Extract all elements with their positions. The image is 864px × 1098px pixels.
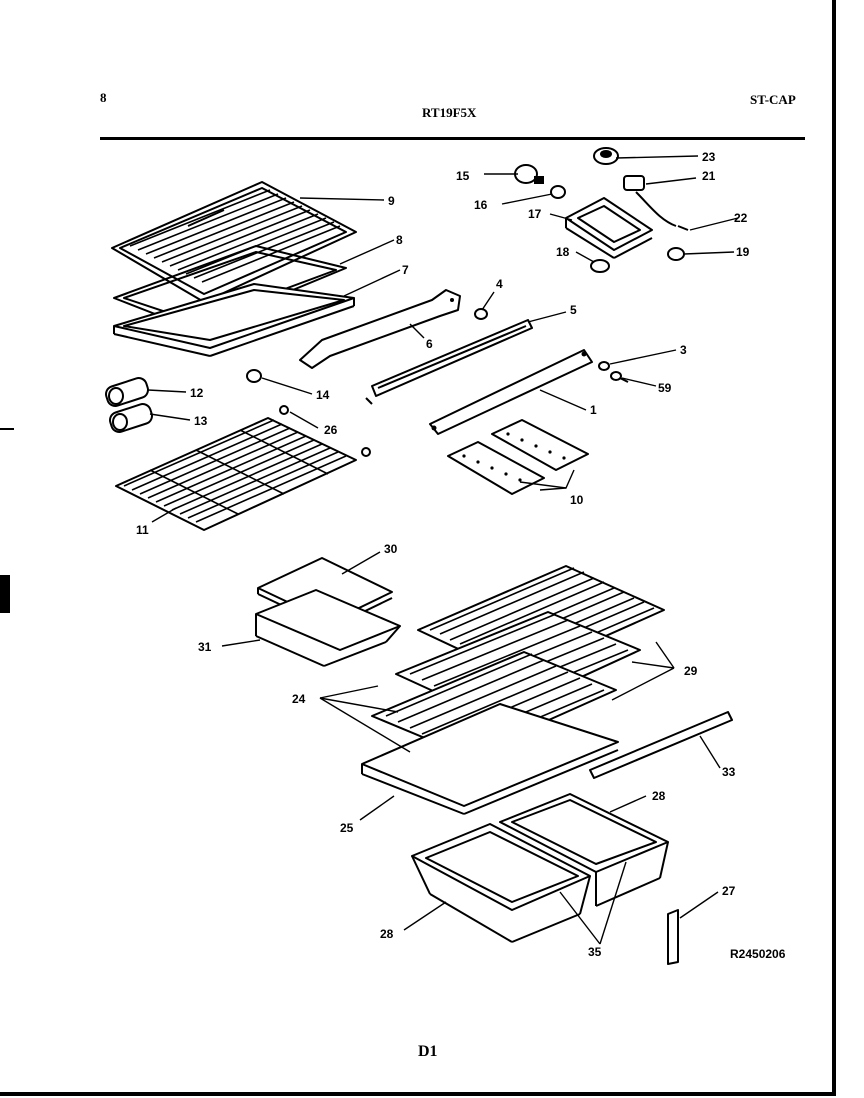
part-28-drawer-left: [411, 823, 591, 943]
callout-4: 4: [496, 277, 503, 291]
callout-25: 25: [340, 821, 354, 835]
callout-28-upper: 28: [652, 789, 666, 803]
callout-11: 11: [136, 523, 149, 537]
callout-9: 9: [388, 194, 395, 208]
part-33-rail: [589, 711, 733, 779]
scan-margin-tick: [0, 428, 14, 430]
part-15-bulb: [514, 164, 544, 184]
callout-29: 29: [684, 664, 698, 678]
part-5-rail: [365, 319, 533, 405]
callout-5: 5: [570, 303, 577, 317]
part-12-block: [105, 377, 149, 407]
callout-21: 21: [702, 169, 716, 183]
callout-27: 27: [722, 884, 736, 898]
part-17-control-housing: [565, 197, 653, 259]
part-19-clip: [667, 247, 685, 261]
callout-8: 8: [396, 233, 403, 247]
part-7-shelf-tray: [113, 283, 355, 357]
page-code: D1: [418, 1043, 438, 1060]
callout-7: 7: [402, 263, 409, 277]
callout-1: 1: [590, 403, 597, 417]
drawing-number: R2450206: [730, 947, 786, 961]
part-13-block: [109, 403, 153, 433]
callout-18: 18: [556, 245, 570, 259]
part-28-drawer-right: [499, 793, 669, 907]
part-1-rail: [429, 349, 593, 435]
callout-26: 26: [324, 423, 338, 437]
part-4-fastener: [474, 308, 488, 320]
callout-12: 12: [190, 386, 204, 400]
page-frame: [0, 0, 836, 1096]
callout-numbers: 9 8 7 6 5 4 3 59 1 10 11 12 13 14 26 15 …: [136, 150, 750, 959]
callout-16: 16: [474, 198, 488, 212]
part-14-clip: [246, 369, 262, 383]
page-number: 8: [100, 90, 107, 105]
part-18-knob: [590, 259, 610, 273]
part-11-wire-shelf: [115, 417, 357, 531]
callout-13: 13: [194, 414, 208, 428]
callout-28-lower: 28: [380, 927, 394, 941]
model-number: RT19F5X: [422, 105, 477, 120]
callout-59: 59: [658, 381, 672, 395]
callout-10: 10: [570, 493, 584, 507]
part-29-shelf-lower: [371, 651, 617, 757]
part-9-shelf-cover: [111, 181, 357, 303]
part-3-screw: [598, 361, 610, 371]
part-21-switch: [623, 175, 677, 227]
part-25-panel: [361, 703, 619, 815]
scan-margin-mark: [0, 575, 10, 613]
part-23-knob: [593, 147, 619, 165]
section-code: ST-CAP: [750, 92, 796, 107]
callout-17: 17: [528, 207, 542, 221]
callout-22: 22: [734, 211, 748, 225]
callout-31: 31: [198, 640, 212, 654]
part-16-socket: [550, 185, 566, 199]
callout-23: 23: [702, 150, 716, 164]
leader-lines: [147, 155, 739, 945]
callout-30: 30: [384, 542, 398, 556]
part-10-egg-trays: [447, 419, 589, 495]
part-22-wire: [677, 225, 689, 231]
callout-19: 19: [736, 245, 750, 259]
callout-35: 35: [588, 945, 602, 959]
callout-24: 24: [292, 692, 306, 706]
part-27-guide: [667, 909, 679, 965]
callout-15: 15: [456, 169, 470, 183]
part-6-bracket: [299, 289, 461, 369]
header-rule: [100, 137, 805, 140]
part-26-fasteners: [279, 405, 371, 457]
callout-14: 14: [316, 388, 330, 402]
callout-33: 33: [722, 765, 736, 779]
part-31-pan: [255, 589, 401, 667]
part-59-screw: [610, 371, 629, 383]
callout-6: 6: [426, 337, 433, 351]
callout-3: 3: [680, 343, 687, 357]
